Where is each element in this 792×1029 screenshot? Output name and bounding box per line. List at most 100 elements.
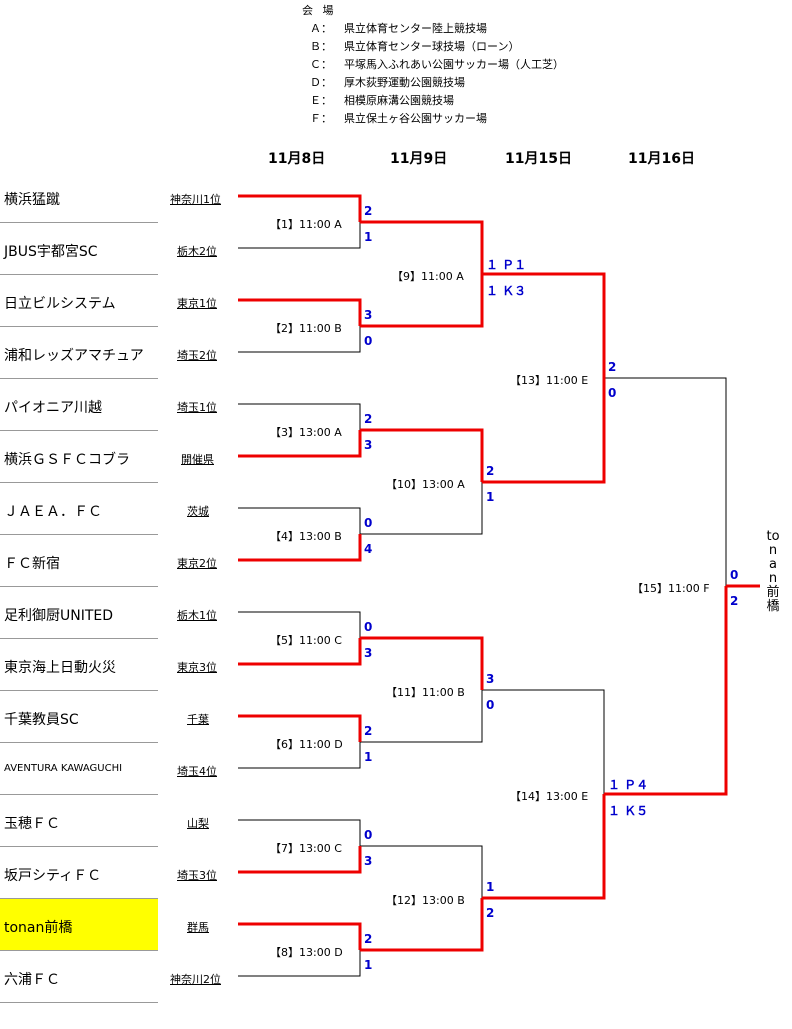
winner-path — [604, 586, 728, 796]
match-score: 2 — [364, 412, 373, 426]
match-score: 2 — [364, 204, 373, 218]
match-score: 2 — [730, 594, 739, 608]
winner-path — [238, 194, 362, 222]
winner-path — [360, 428, 484, 482]
team-row: ＦＣ新宿 — [0, 535, 158, 587]
bracket-line — [238, 742, 361, 769]
team-row: 東京海上日動火災 — [0, 639, 158, 691]
team-name: 東京海上日動火災 — [4, 660, 116, 676]
winner-path — [482, 378, 606, 484]
match-score: 0 — [364, 334, 373, 348]
team-row: 足利御厨UNITED — [0, 587, 158, 639]
bracket-line — [360, 482, 483, 535]
match-score: 1 — [364, 750, 373, 764]
team-row: 坂戸シティＦＣ — [0, 847, 158, 899]
match-score: １ Ｐ１ — [486, 258, 527, 272]
team-seed: 埼玉2位 — [177, 349, 217, 362]
team-name: 横浜ＧＳＦＣコブラ — [4, 452, 130, 468]
team-name: 横浜猛蹴 — [4, 192, 60, 208]
match-label: 【3】13:00 A — [270, 426, 342, 439]
bracket-line — [238, 950, 361, 977]
team-seed: 千葉 — [187, 713, 209, 726]
bracket-line — [238, 611, 361, 638]
winner-path — [360, 636, 484, 690]
bracket-line — [604, 377, 727, 586]
match-score: 4 — [364, 542, 373, 556]
winner-path — [482, 272, 606, 378]
team-row: 横浜ＧＳＦＣコブラ — [0, 431, 158, 483]
match-score: 3 — [364, 438, 373, 452]
venue-a: Ａ：県立体育センター陸上競技場 — [310, 22, 487, 35]
match-label: 【4】13:00 B — [270, 530, 342, 543]
team-seed: 栃木1位 — [177, 609, 217, 622]
bracket-line — [238, 403, 361, 430]
team-seed: 神奈川2位 — [170, 973, 221, 986]
bracket-line — [238, 222, 361, 249]
match-score: 0 — [486, 698, 495, 712]
match-score: 0 — [364, 828, 373, 842]
team-row: AVENTURA KAWAGUCHI — [0, 743, 158, 795]
team-name: 足利御厨UNITED — [4, 608, 114, 624]
team-row-highlighted: tonan前橋 — [0, 899, 158, 951]
bracket-line — [482, 689, 605, 794]
match-label: 【10】13:00 A — [386, 478, 465, 491]
team-name: JBUS宇都宮SC — [4, 244, 98, 260]
match-label: 【7】13:00 C — [270, 842, 342, 855]
match-label: 【15】11:00 F — [632, 582, 710, 595]
team-seed: 群馬 — [187, 921, 209, 934]
venue-c: Ｃ：平塚馬入ふれあい公園サッカー場（人工芝） — [310, 58, 564, 71]
team-seed: 東京3位 — [177, 661, 217, 674]
team-name: パイオニア川越 — [4, 400, 102, 416]
match-score: 1 — [364, 958, 373, 972]
champion-name: tonan前橋 — [766, 529, 780, 614]
team-name: ＦＣ新宿 — [4, 556, 60, 572]
match-score: 2 — [486, 906, 495, 920]
date-final: 11月16日 — [628, 151, 695, 167]
venue-e: Ｅ：相模原麻溝公園競技場 — [310, 94, 454, 107]
team-row: 玉穂ＦＣ — [0, 795, 158, 847]
team-row: 六浦ＦＣ — [0, 951, 158, 1003]
match-label: 【8】13:00 D — [270, 946, 343, 959]
bracket-line — [238, 507, 361, 534]
winner-path — [360, 274, 484, 328]
winner-path — [238, 846, 362, 874]
match-score: 0 — [608, 386, 617, 400]
match-score: 0 — [364, 516, 373, 530]
team-row: 日立ビルシステム — [0, 275, 158, 327]
venue-d: Ｄ：厚木荻野運動公園競技場 — [310, 76, 465, 89]
match-score: 2 — [364, 932, 373, 946]
team-seed: 茨城 — [187, 505, 209, 518]
team-seed: 開催県 — [181, 453, 214, 466]
match-score: １ Ｋ３ — [486, 284, 527, 298]
team-seed: 栃木2位 — [177, 245, 217, 258]
date-round2: 11月9日 — [390, 151, 448, 167]
bracket-line — [360, 845, 483, 898]
winner-path — [238, 638, 362, 666]
match-score: 0 — [364, 620, 373, 634]
match-score: 1 — [364, 230, 373, 244]
team-row: 浦和レッズアマチュア — [0, 327, 158, 379]
team-name: 日立ビルシステム — [4, 296, 116, 312]
match-score: 2 — [608, 360, 617, 374]
winner-path — [360, 898, 484, 952]
team-seed: 埼玉4位 — [177, 765, 217, 778]
team-seed: 埼玉3位 — [177, 869, 217, 882]
winner-path — [238, 298, 362, 326]
match-score: 3 — [486, 672, 495, 686]
winner-path — [482, 794, 606, 900]
bracket-line — [238, 819, 361, 846]
team-name: 坂戸シティＦＣ — [4, 868, 102, 884]
team-seed: 山梨 — [187, 817, 209, 830]
match-score: 3 — [364, 854, 373, 868]
team-seed: 東京2位 — [177, 557, 217, 570]
bracket-line — [360, 690, 483, 743]
match-score: １ Ｋ５ — [608, 804, 649, 818]
match-label: 【5】11:00 C — [270, 634, 342, 647]
match-label: 【1】11:00 A — [270, 218, 342, 231]
team-row: ＪＡＥＡ．ＦＣ — [0, 483, 158, 535]
team-seed: 埼玉1位 — [177, 401, 217, 414]
venue-legend-title: 会 場 — [302, 4, 337, 17]
bracket-line — [360, 429, 483, 482]
team-name: 千葉教員SC — [4, 712, 79, 728]
